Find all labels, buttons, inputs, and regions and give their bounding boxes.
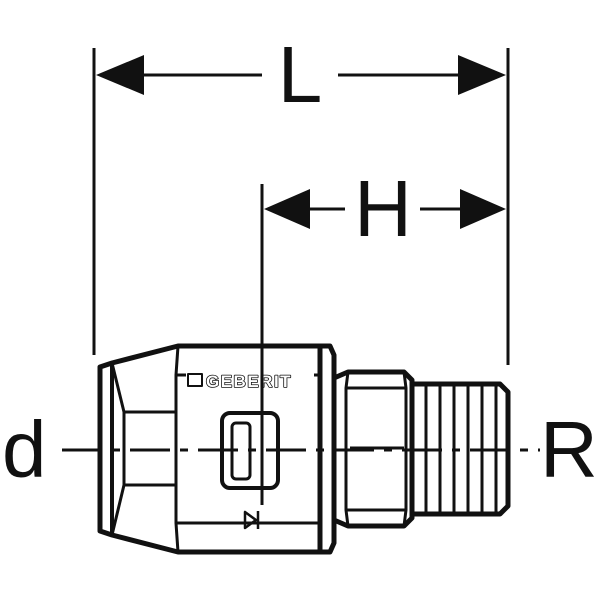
dimension-H: H: [264, 164, 506, 253]
dimension-label-L: L: [278, 30, 323, 119]
arrowhead-H-left: [264, 189, 310, 229]
thread-label-R: R: [540, 405, 598, 494]
flow-direction-icon: [243, 510, 260, 530]
brand-logo-box-icon: [187, 373, 203, 387]
fitting-collar: [317, 343, 337, 555]
dimension-label-H: H: [354, 164, 412, 253]
brand-text: GEBERIT: [206, 372, 292, 391]
dimension-L: L: [96, 30, 506, 119]
press-fitting: GEBERIT: [97, 343, 511, 555]
fitting-ribs: [110, 345, 320, 553]
brand-plate: [186, 368, 314, 392]
arrowhead-L-right: [458, 55, 506, 95]
arrowhead-H-right: [460, 189, 506, 229]
arrowhead-L-left: [96, 55, 144, 95]
diameter-label-d: d: [2, 405, 47, 494]
